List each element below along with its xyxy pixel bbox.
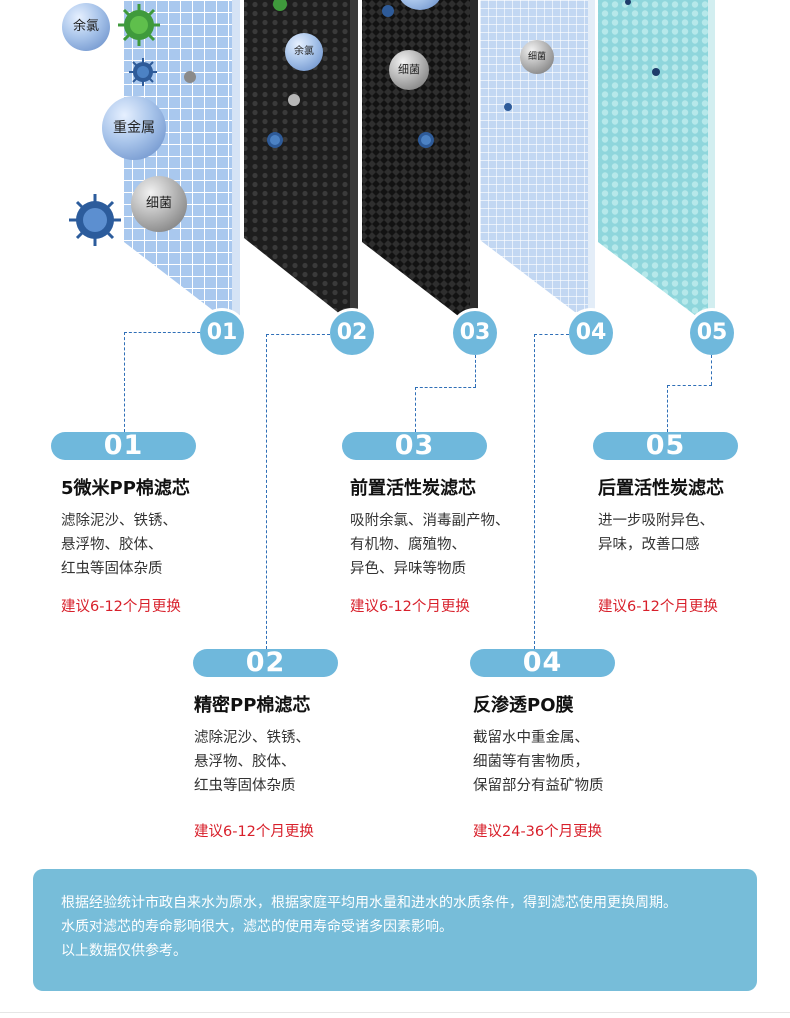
- stage-card-04: 反渗透PO膜 截留水中重金属、 细菌等有害物质， 保留部分有益矿物质 建议24-…: [473, 691, 703, 841]
- virus-icon: [267, 132, 283, 148]
- stage-pill-02: 02: [193, 649, 338, 677]
- stage-card-01: 5微米PP棉滤芯 滤除泥沙、铁锈、 悬浮物、胶体、 红虫等固体杂质 建议6-12…: [61, 474, 291, 616]
- stage-desc-line: 滤除泥沙、铁锈、: [194, 730, 310, 746]
- bubble-label: 重金属: [113, 120, 155, 136]
- bubble-label: 细菌: [398, 63, 420, 76]
- reference-note-box: 根据经验统计市政自来水为原水，根据家庭平均用水量和进水的水质条件，得到滤芯使用更…: [33, 869, 757, 991]
- layer-number-04: 04: [569, 311, 613, 355]
- stage-desc-line: 滤除泥沙、铁锈、: [61, 513, 177, 529]
- stage-pill-04: 04: [470, 649, 615, 677]
- bubble-label: 细菌: [527, 52, 546, 62]
- stage-desc-line: 保留部分有益矿物质: [473, 778, 604, 794]
- particle-icon: [504, 103, 512, 111]
- stage-title: 后置活性炭滤芯: [598, 478, 724, 499]
- stage-desc-line: 异味，改善口感: [598, 537, 700, 553]
- filter-layer-03: [362, 0, 470, 325]
- layer-number-01: 01: [200, 311, 244, 355]
- stage-desc-line: 进一步吸附异色、: [598, 513, 714, 529]
- stage-desc-line: 有机物、腐殖物、: [350, 537, 466, 553]
- stage-title: 精密PP棉滤芯: [194, 695, 311, 716]
- filter-layer-02: [244, 0, 350, 322]
- stage-desc-line: 异色、异味等物质: [350, 561, 466, 577]
- stage-desc-line: 悬浮物、胶体、: [61, 537, 163, 553]
- replacement-period: 建议24-36个月更换: [473, 824, 603, 840]
- bubble-label: 余氯: [72, 19, 99, 34]
- stage-desc-line: 悬浮物、胶体、: [194, 754, 296, 770]
- bacteria-bubble: 细菌: [131, 176, 187, 232]
- filter-layer-01: [124, 0, 232, 325]
- stage-pill-03: 03: [342, 432, 487, 460]
- replacement-period: 建议6-12个月更换: [598, 599, 718, 615]
- stage-desc-line: 细菌等有害物质，: [473, 754, 589, 770]
- virus-icon: [69, 194, 121, 246]
- stage-title: 5微米PP棉滤芯: [61, 478, 190, 499]
- heavy-metal-bubble: 重金属: [102, 96, 166, 160]
- particle-icon: [625, 0, 631, 5]
- bubble-label: 细菌: [145, 196, 172, 211]
- replacement-period: 建议6-12个月更换: [194, 824, 314, 840]
- bubble-label: 余氯: [294, 46, 314, 57]
- stage-desc-line: 红虫等固体杂质: [194, 778, 296, 794]
- particle-icon: [652, 68, 660, 76]
- stage-desc-line: 吸附余氯、消毒副产物、: [350, 513, 510, 529]
- bacteria-bubble: 细菌: [389, 50, 429, 90]
- stage-card-03: 前置活性炭滤芯 吸附余氯、消毒副产物、 有机物、腐殖物、 异色、异味等物质 建议…: [350, 474, 580, 616]
- residual-chlorine-bubble: 余氯: [62, 3, 110, 51]
- stage-desc-line: 截留水中重金属、: [473, 730, 589, 746]
- virus-icon: [129, 58, 157, 86]
- note-line: 水质对滤芯的寿命影响很大，滤芯的使用寿命受诸多因素影响。: [61, 919, 453, 935]
- layer-number-05: 05: [690, 311, 734, 355]
- virus-icon: [418, 132, 434, 148]
- note-line: 以上数据仅供参考。: [61, 943, 187, 959]
- heavy-metal-bubble-partial: [398, 0, 442, 10]
- stage-pill-05: 05: [593, 432, 738, 460]
- filter-layer-04: [480, 0, 588, 322]
- layer-number-02: 02: [330, 311, 374, 355]
- virus-icon: [273, 0, 287, 11]
- stage-title: 前置活性炭滤芯: [350, 478, 476, 499]
- stage-desc-line: 红虫等固体杂质: [61, 561, 163, 577]
- filter-layers-illustration: [69, 0, 715, 325]
- particle-icon: [184, 71, 196, 83]
- filter-layer-05: [598, 0, 708, 325]
- layer-number-03: 03: [453, 311, 497, 355]
- bacteria-bubble: 细菌: [520, 40, 554, 74]
- stage-card-05: 后置活性炭滤芯 进一步吸附异色、 异味，改善口感 建议6-12个月更换: [598, 474, 790, 616]
- stage-pill-01: 01: [51, 432, 196, 460]
- replacement-period: 建议6-12个月更换: [350, 599, 470, 615]
- bottom-divider: [0, 1012, 790, 1013]
- stage-card-02: 精密PP棉滤芯 滤除泥沙、铁锈、 悬浮物、胶体、 红虫等固体杂质 建议6-12个…: [194, 691, 424, 841]
- virus-icon: [118, 4, 160, 46]
- residual-chlorine-bubble: 余氯: [285, 33, 323, 71]
- particle-icon: [288, 94, 300, 106]
- virus-icon: [382, 5, 394, 17]
- replacement-period: 建议6-12个月更换: [61, 599, 181, 615]
- stage-title: 反渗透PO膜: [473, 695, 574, 716]
- note-line: 根据经验统计市政自来水为原水，根据家庭平均用水量和进水的水质条件，得到滤芯使用更…: [61, 895, 677, 911]
